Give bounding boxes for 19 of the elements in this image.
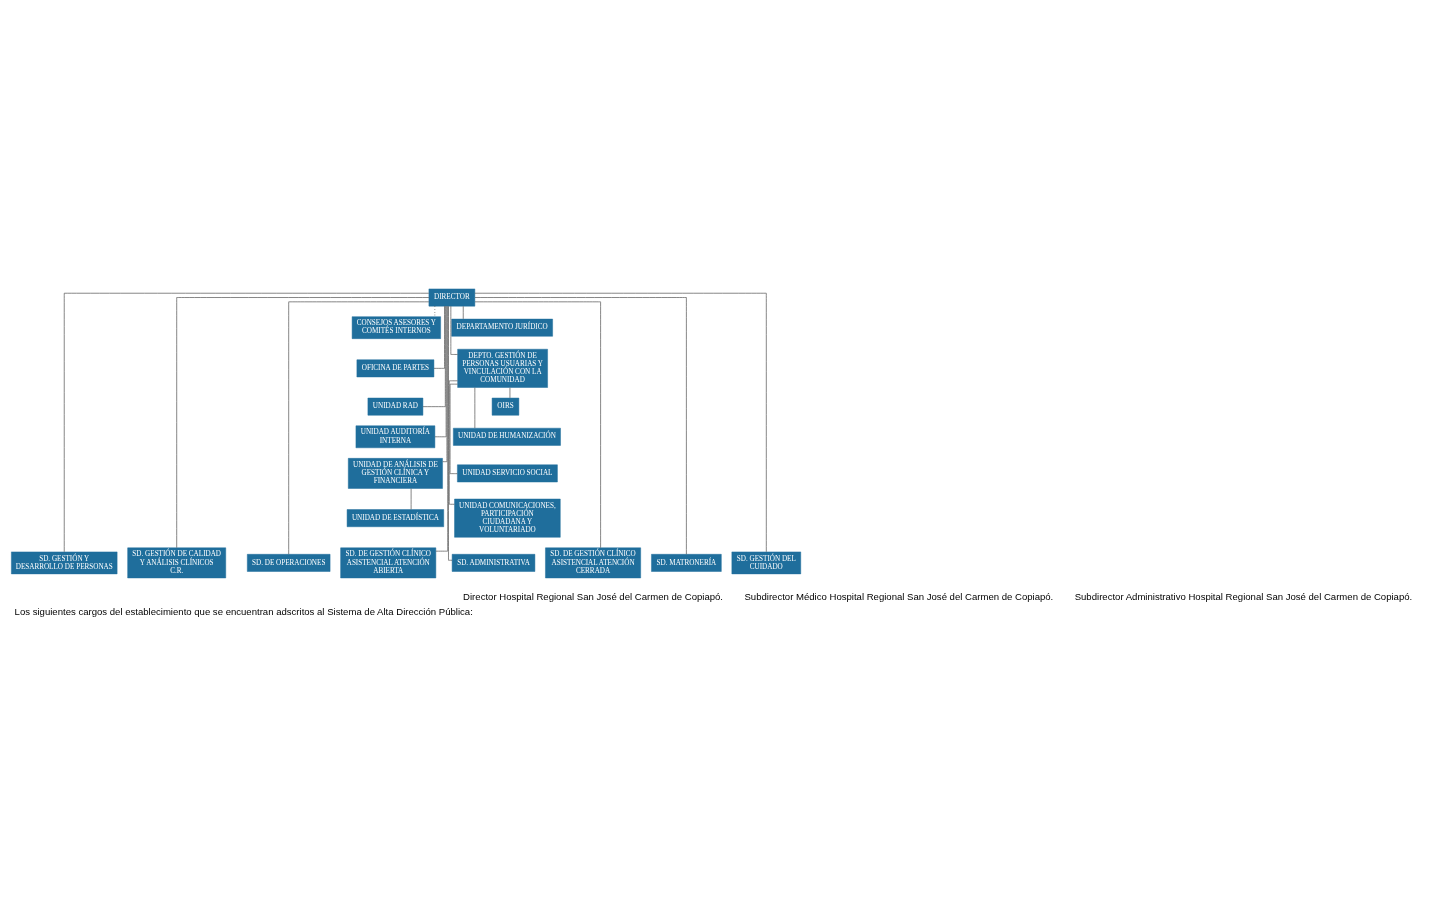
connector <box>474 387 476 429</box>
connector <box>288 301 430 555</box>
label: Subdirector Administrativo Hospital Regional San José del Carmen de Copiapó. <box>1074 590 1413 602</box>
connector <box>448 380 458 505</box>
connector <box>474 297 687 555</box>
connector <box>474 292 767 553</box>
connector <box>509 387 511 399</box>
connector <box>63 292 430 553</box>
label: Director Hospital Regional San José del Carmen de Copiapó. <box>463 590 724 602</box>
connector <box>474 301 601 549</box>
connector <box>462 305 464 320</box>
connector <box>448 305 453 561</box>
connector <box>410 488 412 510</box>
connector <box>449 383 458 474</box>
connector <box>442 306 448 463</box>
connector <box>450 305 458 355</box>
caption: Los siguientes cargos del establecimiento que se encuentran adscritos al Sistema de Alta Dirección Pública: <box>14 606 473 618</box>
label: Subdirector Médico Hospital Regional San José del Carmen de Copiapó. <box>744 590 1054 602</box>
connector <box>176 297 430 549</box>
